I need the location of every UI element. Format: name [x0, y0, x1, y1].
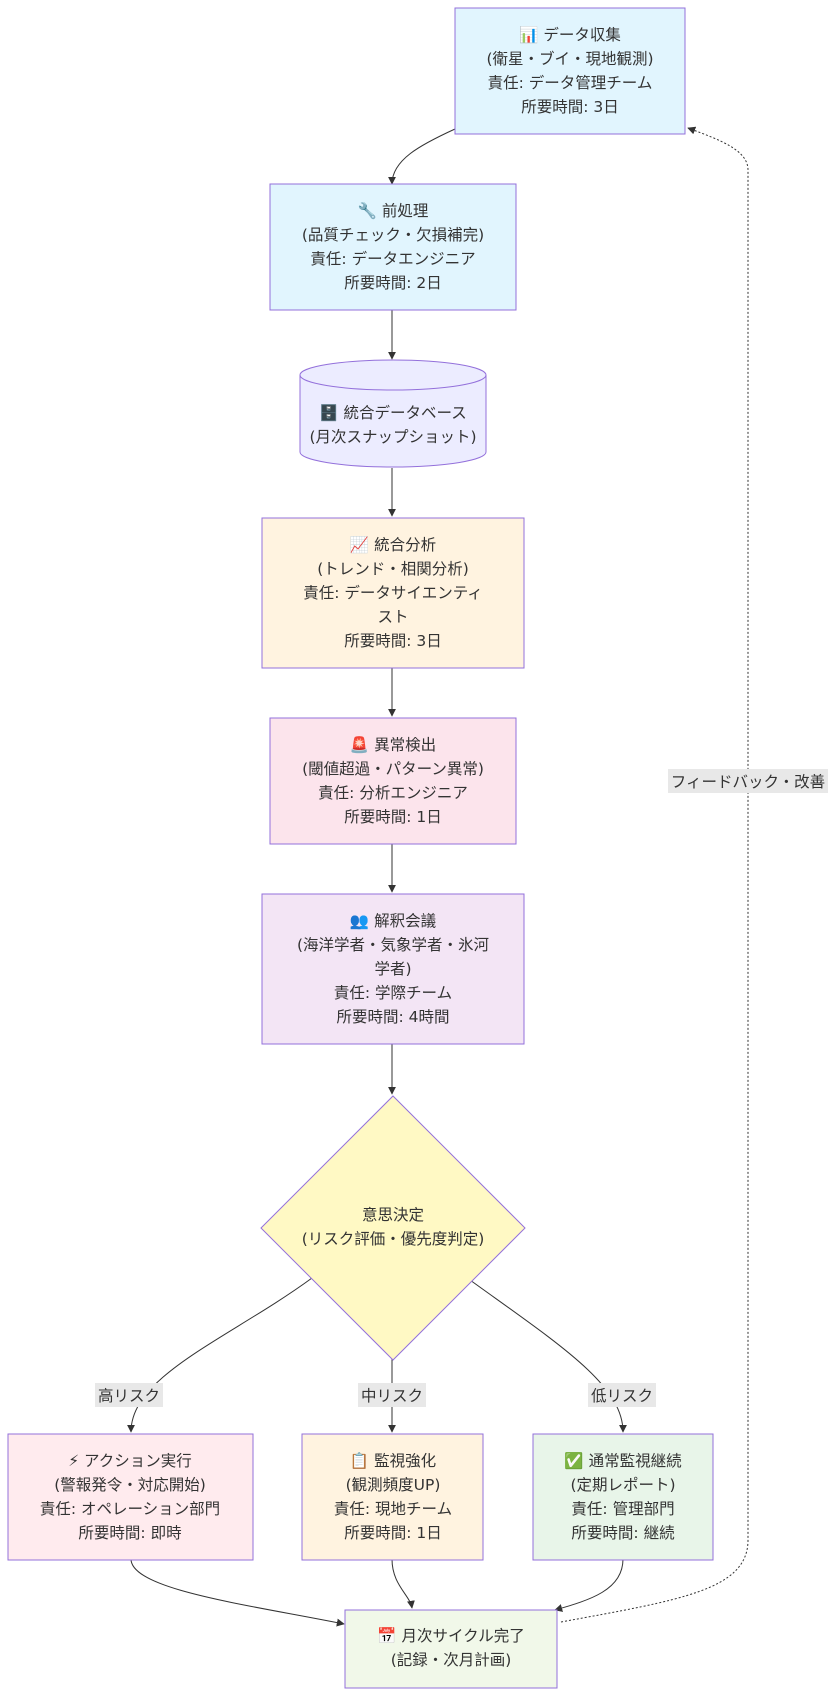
normal-label-line: (定期レポート)	[570, 1476, 675, 1494]
svg-text:意思決定(リスク評価・優先度判定): 意思決定 (リスク評価・優先度判定)	[302, 1205, 485, 1248]
meeting-label-line: 👥 解釈会議	[350, 912, 436, 930]
monitor-label-line: 責任: 現地チーム	[334, 1500, 452, 1518]
node-normal: ✅ 通常監視継続 (定期レポート) 責任: 管理部門所要時間: 継続	[532, 1433, 714, 1561]
anomaly-label-line: 所要時間: 1日	[344, 808, 442, 826]
node-anomaly: 🚨 異常検出 (閾値超過・パターン異常) 責任: 分析エンジニア所要時間: 1日	[269, 717, 517, 845]
analysis-label-line: 所要時間: 3日	[344, 632, 442, 650]
action-label-line: (警報発令・対応開始)	[54, 1476, 206, 1494]
edge-feedback	[560, 126, 749, 1623]
preprocess-label-line: 所要時間: 2日	[344, 274, 442, 292]
anomaly-label-line: 🚨 異常検出	[350, 735, 436, 754]
action-label-line: 所要時間: 即時	[78, 1524, 181, 1542]
preprocess-label-line: 責任: データエンジニア	[310, 249, 475, 268]
svg-text:✅ 通常監視継続(定期レポート)責任: 管理部門所要時間:: ✅ 通常監視継続 (定期レポート) 責任: 管理部門所要時間: 継続	[564, 1451, 682, 1542]
edge-action-complete	[130, 1558, 345, 1627]
collect-label-line: 📊 データ収集	[519, 25, 621, 44]
node-meeting: 👥 解釈会議 (海洋学者・気象学者・氷河学者) 責任: 学際チーム所要時間: 4時間	[261, 893, 525, 1045]
decision-label-line: 意思決定	[362, 1205, 424, 1224]
monitor-label-line: 所要時間: 1日	[344, 1524, 442, 1542]
svg-text:🚨 異常検出(閾値超過・パターン異常)責任: 分析エンジニ: 🚨 異常検出 (閾値超過・パターン異常) 責任: 分析エンジニア所要時間: 1日	[302, 735, 484, 826]
meeting-label-line: 所要時間: 4時間	[336, 1008, 449, 1026]
normal-label-line: 所要時間: 継続	[571, 1524, 675, 1542]
meeting-label-line: (海洋学者・気象学者・氷河	[297, 936, 489, 954]
svg-text:📅 月次サイクル完了(記録・次月計画): 📅 月次サイクル完了 (記録・次月計画)	[377, 1626, 524, 1669]
edges	[127, 126, 749, 1627]
edge-label-low: 低リスク	[591, 1387, 653, 1405]
svg-text:🔧 前処理(品質チェック・欠損補完)責任: データエンジニ: 🔧 前処理 (品質チェック・欠損補完) 責任: データエンジニア所要時間: 2日	[302, 201, 484, 292]
meeting-label-line: 学者)	[374, 960, 411, 978]
collect-label-line: 所要時間: 3日	[521, 98, 619, 116]
action-label-line: 責任: オペレーション部門	[40, 1500, 220, 1518]
action-label-line: ⚡ アクション実行	[68, 1452, 192, 1470]
edge-decision-action	[127, 1277, 313, 1433]
normal-label-line: 責任: 管理部門	[571, 1500, 674, 1518]
node-decision: 意思決定 (リスク評価・優先度判定)	[260, 1095, 526, 1361]
decision-label-line: (リスク評価・優先度判定)	[302, 1230, 485, 1248]
node-preprocess: 🔧 前処理 (品質チェック・欠損補完) 責任: データエンジニア所要時間: 2日	[269, 183, 517, 311]
node-monitor: 📋 監視強化 (観測頻度UP) 責任: 現地チーム所要時間: 1日	[301, 1433, 484, 1561]
collect-label-line: (衛星・ブイ・現地観測)	[486, 49, 653, 68]
svg-text:📋 監視強化(観測頻度UP)責任: 現地チーム所要時間:: 📋 監視強化 (観測頻度UP) 責任: 現地チーム所要時間: 1日	[334, 1451, 452, 1542]
meeting-label-line: 責任: 学際チーム	[334, 984, 452, 1002]
edge-label-feedback: フィードバック・改善	[671, 773, 825, 791]
node-analysis: 📈 統合分析 (トレンド・相関分析) 責任: データサイエンティスト所要時間: 3日	[261, 517, 525, 669]
edge-label-mid: 中リスク	[361, 1387, 423, 1405]
anomaly-label-line: 責任: 分析エンジニア	[318, 784, 468, 802]
analysis-label-line: 📈 統合分析	[350, 535, 436, 554]
monitor-label-line: (観測頻度UP)	[346, 1476, 441, 1494]
svg-text:📈 統合分析(トレンド・相関分析)責任: データサイエンテ: 📈 統合分析 (トレンド・相関分析) 責任: データサイエンティスト所要時間: 3日	[303, 535, 483, 650]
complete-label-line: (記録・次月計画)	[391, 1651, 512, 1669]
svg-text:🗄️ 統合データベース(月次スナップショット): 🗄️ 統合データベース (月次スナップショット)	[309, 403, 476, 446]
complete-label-line: 📅 月次サイクル完了	[377, 1626, 524, 1645]
normal-label-line: ✅ 通常監視継続	[564, 1451, 682, 1470]
monitor-label-line: 📋 監視強化	[350, 1451, 436, 1470]
collect-label-line: 責任: データ管理チーム	[488, 73, 653, 92]
preprocess-label-line: 🔧 前処理	[358, 201, 429, 220]
database-label-line: (月次スナップショット)	[309, 428, 476, 446]
svg-text:⚡ アクション実行(警報発令・対応開始)責任: オペレーショ: ⚡ アクション実行 (警報発令・対応開始) 責任: オペレーション部門所要時間: 即…	[40, 1452, 220, 1542]
node-action: ⚡ アクション実行 (警報発令・対応開始) 責任: オペレーション部門所要時間: 即…	[7, 1433, 254, 1561]
analysis-label-line: 責任: データサイエンティ	[303, 583, 483, 602]
preprocess-label-line: (品質チェック・欠損補完)	[302, 226, 484, 244]
edge-decision-normal	[469, 1279, 627, 1433]
analysis-label-line: (トレンド・相関分析)	[317, 560, 469, 578]
anomaly-label-line: (閾値超過・パターン異常)	[302, 760, 484, 778]
edge-label-high: 高リスク	[98, 1387, 160, 1405]
node-complete: 📅 月次サイクル完了 (記録・次月計画)	[344, 1609, 558, 1689]
svg-text:📊 データ収集(衛星・ブイ・現地観測)責任: データ管理チ: 📊 データ収集 (衛星・ブイ・現地観測) 責任: データ管理チーム所要時間: 3日	[486, 25, 653, 116]
edge-normal-complete	[554, 1558, 624, 1612]
edge-collect-preprocess	[388, 128, 456, 185]
svg-text:👥 解釈会議(海洋学者・気象学者・氷河学者)責任: 学際チ: 👥 解釈会議 (海洋学者・気象学者・氷河学者) 責任: 学際チーム所要時間: 4時間	[297, 912, 489, 1026]
node-collect: 📊 データ収集 (衛星・ブイ・現地観測) 責任: データ管理チーム所要時間: 3日	[454, 7, 686, 135]
analysis-label-line: スト	[377, 608, 408, 626]
edge-labels: 高リスク 中リスク 低リスク フィードバック・改善	[95, 769, 828, 1407]
edge-monitor-complete	[391, 1558, 415, 1609]
database-label-line: 🗄️ 統合データベース	[319, 403, 466, 422]
node-database: 🗄️ 統合データベース (月次スナップショット)	[299, 359, 487, 468]
